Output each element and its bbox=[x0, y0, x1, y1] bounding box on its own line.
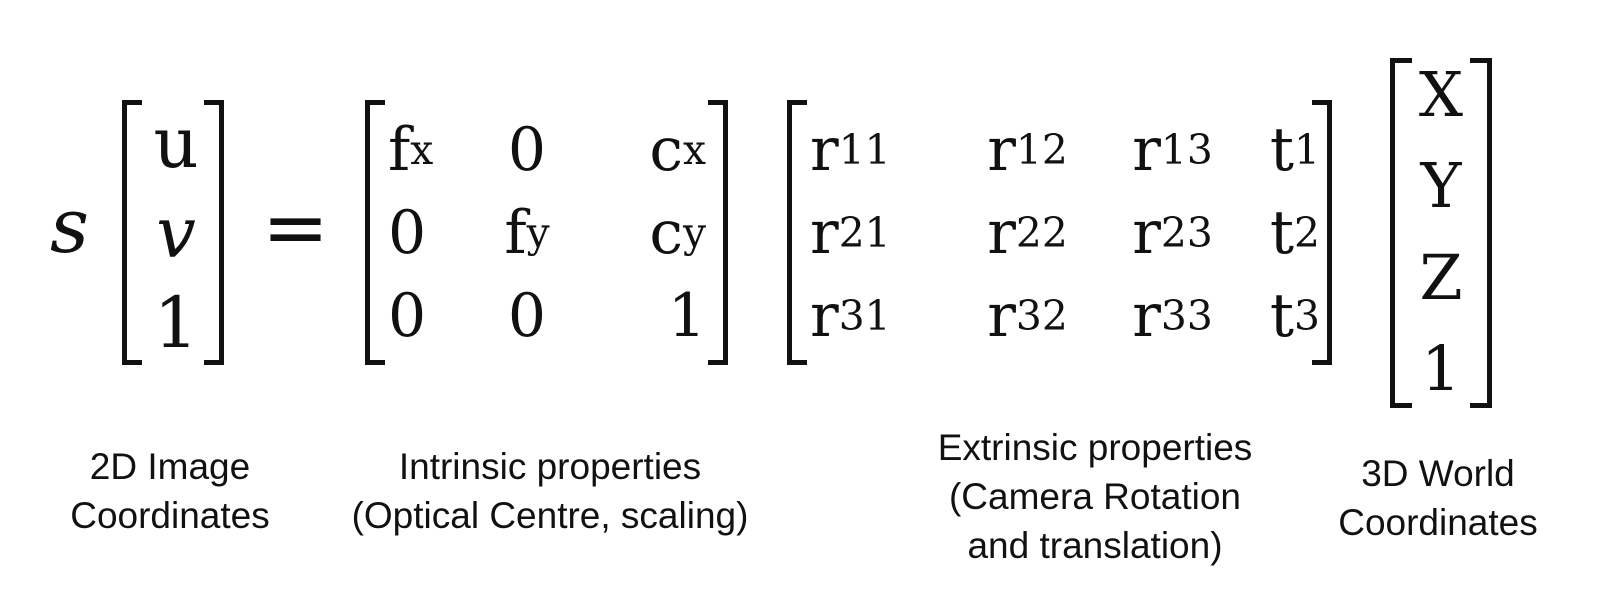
label-line: and translation) bbox=[967, 524, 1223, 566]
intrinsic-matrix-entry-symbol: c bbox=[649, 114, 683, 185]
extrinsic-matrix-entry-symbol: r bbox=[810, 197, 839, 268]
intrinsic-matrix-entry-symbol: 0 bbox=[507, 114, 547, 185]
label-line: Coordinates bbox=[70, 494, 270, 536]
extrinsic-matrix-left-bracket bbox=[787, 100, 807, 365]
label-line: (Optical Centre, scaling) bbox=[351, 494, 749, 536]
scale-factor: s bbox=[50, 181, 90, 270]
intrinsic-matrix-entry: 0 bbox=[388, 191, 472, 274]
image-vector-right-bracket bbox=[204, 100, 224, 365]
intrinsic-matrix-right-bracket bbox=[708, 100, 728, 365]
world-vector-right-bracket bbox=[1470, 58, 1492, 408]
label-line: Intrinsic properties bbox=[398, 446, 702, 487]
label-line: 2D Image bbox=[89, 446, 251, 487]
extrinsic-matrix-entry-symbol: r bbox=[810, 281, 839, 352]
extrinsic-matrix-entry-symbol: r bbox=[810, 114, 839, 185]
extrinsic-properties-label: Extrinsic properties (Camera Rotation an… bbox=[900, 424, 1290, 570]
label-line: 3D World bbox=[1361, 453, 1515, 494]
intrinsic-matrix-entry: 0 bbox=[472, 275, 582, 358]
extrinsic-matrix-entry-symbol: r bbox=[987, 197, 1016, 268]
extrinsic-matrix-entry-symbol: r bbox=[1132, 197, 1161, 268]
intrinsic-matrix-entry-symbol: 0 bbox=[388, 281, 427, 352]
world-vector-entry: Z bbox=[1419, 240, 1463, 314]
extrinsic-matrix-entry-symbol: t bbox=[1269, 114, 1295, 185]
world-vector-left-bracket bbox=[1390, 58, 1412, 408]
intrinsic-matrix-entry-symbol: c bbox=[649, 197, 683, 268]
intrinsic-matrix-entry-symbol: 0 bbox=[388, 197, 427, 268]
intrinsic-matrix-entry-symbol: f bbox=[504, 197, 527, 268]
intrinsic-matrix-entry-symbol: 1 bbox=[667, 281, 706, 352]
intrinsic-matrix-entry: 0 bbox=[472, 108, 582, 191]
image-vector: u v 1 bbox=[142, 108, 210, 358]
extrinsic-matrix-entry-symbol: t bbox=[1269, 281, 1295, 352]
intrinsic-matrix-left-bracket bbox=[365, 100, 385, 365]
world-vector-entry: 1 bbox=[1421, 331, 1461, 405]
image-vector-entry: u bbox=[153, 102, 199, 184]
image-vector-entry: 1 bbox=[153, 282, 199, 364]
extrinsic-matrix-entry-symbol: t bbox=[1269, 197, 1295, 268]
equals-sign: = bbox=[262, 181, 330, 274]
extrinsic-matrix-right-bracket bbox=[1312, 100, 1332, 365]
world-vector: X Y Z 1 bbox=[1410, 64, 1472, 400]
intrinsic-properties-label: Intrinsic properties (Optical Centre, sc… bbox=[320, 443, 780, 541]
label-line: Coordinates bbox=[1338, 501, 1538, 543]
intrinsic-matrix-entry: 1 bbox=[582, 275, 706, 358]
label-line: (Camera Rotation bbox=[948, 475, 1241, 517]
intrinsic-matrix-entry-symbol: f bbox=[388, 114, 411, 185]
extrinsic-matrix-entry-symbol: r bbox=[987, 281, 1016, 352]
image-vector-entry: v bbox=[156, 192, 196, 274]
extrinsic-matrix-entry-symbol: r bbox=[987, 114, 1016, 185]
world-vector-entry: Y bbox=[1420, 149, 1462, 223]
world-vector-entry: X bbox=[1418, 58, 1464, 131]
extrinsic-matrix-entry-symbol: r bbox=[1132, 281, 1161, 352]
label-line: Extrinsic properties bbox=[937, 427, 1253, 468]
image-vector-left-bracket bbox=[122, 100, 142, 365]
intrinsic-matrix-entry: 0 bbox=[388, 275, 472, 358]
image-coordinates-label: 2D Image Coordinates bbox=[50, 443, 290, 541]
world-coordinates-label: 3D World Coordinates bbox=[1318, 450, 1558, 548]
extrinsic-matrix-entry-symbol: r bbox=[1132, 114, 1161, 185]
intrinsic-matrix-entry-symbol: 0 bbox=[507, 281, 547, 352]
